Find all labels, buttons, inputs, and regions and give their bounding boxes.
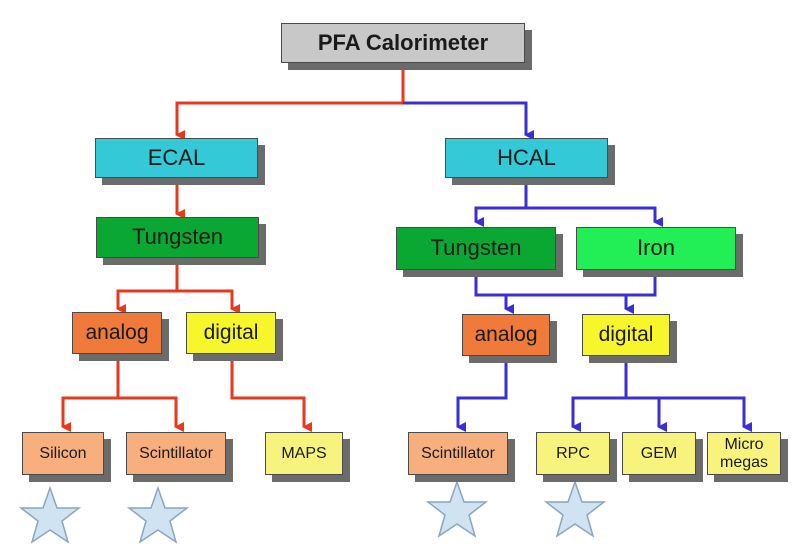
- connector-analog-scint-h: [456, 356, 508, 432]
- node-maps: MAPS: [265, 432, 343, 475]
- connector-digital-split: [571, 356, 628, 432]
- star-icon: [18, 485, 82, 544]
- node-silicon: Silicon: [22, 432, 104, 475]
- connector-hcal-iron: [526, 206, 663, 227]
- connector-analog-split: [61, 354, 120, 432]
- node-ecal-tungsten: Tungsten: [96, 217, 259, 258]
- node-hcal-analog: analog: [462, 314, 550, 356]
- node-hcal: HCAL: [445, 138, 608, 178]
- star-icon: [126, 485, 190, 544]
- node-hcal-tungsten: Tungsten: [396, 227, 556, 270]
- star-icon: [425, 479, 489, 538]
- connector-materials-merge: [474, 270, 657, 297]
- connector-analog-scint: [118, 396, 184, 432]
- node-ecal-analog: analog: [72, 312, 162, 354]
- connector-tungsten-digital: [177, 289, 240, 314]
- node-ecal-digital: digital: [186, 312, 276, 354]
- connector-digital-micromegas: [659, 396, 752, 432]
- node-pfa-calorimeter: PFA Calorimeter: [281, 23, 525, 63]
- node-hcal-scintillator: Scintillator: [408, 432, 508, 475]
- node-ecal: ECAL: [95, 138, 258, 178]
- connector-tungsten-split: [116, 258, 179, 314]
- node-hcal-iron: Iron: [576, 227, 736, 270]
- connector-root-ecal: [175, 62, 405, 140]
- node-hcal-digital: digital: [582, 314, 670, 356]
- connector-digital-maps: [230, 354, 312, 432]
- node-gem: GEM: [622, 432, 696, 475]
- star-icon: [543, 479, 607, 538]
- connector-hcal-split: [474, 178, 528, 227]
- connector-digital-gem: [626, 396, 667, 432]
- node-micromegas: Micro megas: [707, 432, 781, 475]
- node-ecal-scintillator: Scintillator: [126, 432, 226, 475]
- connector-root-hcal: [403, 101, 534, 140]
- node-rpc: RPC: [536, 432, 610, 475]
